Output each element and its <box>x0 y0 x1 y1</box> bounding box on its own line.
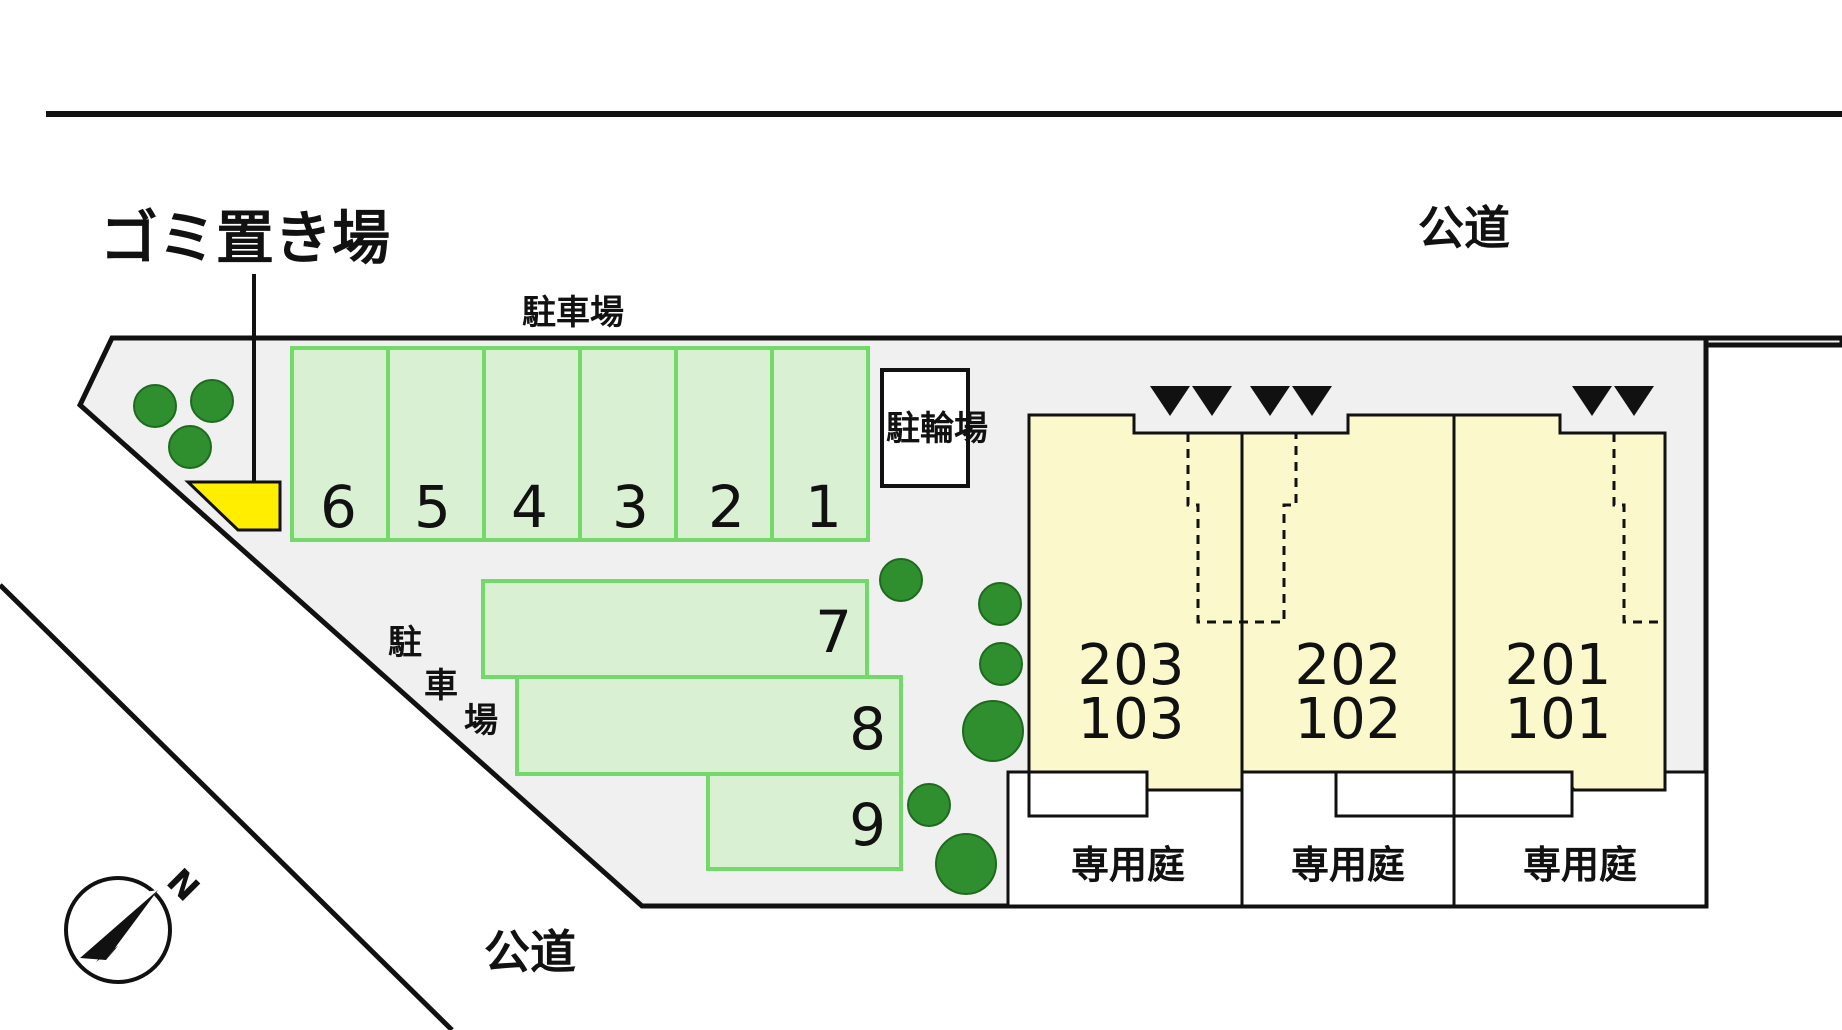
unit-lower-103: 103 <box>1078 687 1185 752</box>
parking-row-top <box>290 346 870 542</box>
parking-number-3: 3 <box>612 473 649 541</box>
entrance-marker <box>1572 386 1612 416</box>
tree <box>879 558 923 602</box>
stair-201 <box>1612 433 1665 624</box>
public-road-label-top: 公道 <box>1418 201 1510 255</box>
unit-upper-202: 202 <box>1295 633 1402 698</box>
tree-cluster-middle <box>879 558 1024 895</box>
unit-upper-203: 203 <box>1078 633 1185 698</box>
entry-step-203 <box>1027 770 1149 818</box>
unit-upper-201: 201 <box>1505 633 1612 698</box>
parking-space-6 <box>290 346 390 542</box>
tree <box>168 425 212 469</box>
tree <box>190 379 234 423</box>
stair-203-202 <box>1186 433 1298 624</box>
parking-space-7 <box>481 579 869 679</box>
entrance-marker <box>1614 386 1654 416</box>
parking-number-9: 9 <box>849 791 886 859</box>
entrance-marker <box>1292 386 1332 416</box>
tree <box>978 582 1022 626</box>
parking-space-2 <box>674 346 774 542</box>
unit-lower-102: 102 <box>1295 687 1402 752</box>
entrance-marker <box>1250 386 1290 416</box>
garbage-area-label: ゴミ置き場 <box>100 204 390 272</box>
parking-row-lower <box>481 579 903 871</box>
entrance-marker <box>1192 386 1232 416</box>
parking-space-5 <box>386 346 486 542</box>
parking-number-6: 6 <box>320 473 357 541</box>
entry-step-202 <box>1334 770 1456 818</box>
parking-label-top: 駐車場 <box>522 293 624 333</box>
parking-space-1 <box>770 346 870 542</box>
parking-label-side-2: 車 <box>424 666 458 706</box>
parking-number-1: 1 <box>805 473 842 541</box>
road-edge-diagonal <box>0 583 454 1030</box>
parking-label-side-1: 駐 <box>388 623 422 663</box>
entry-steps <box>1027 770 1574 818</box>
bicycle-parking <box>880 368 970 488</box>
parking-number-4: 4 <box>511 473 548 541</box>
north-label: N <box>159 861 207 909</box>
garden-label-202: 専用庭 <box>1291 843 1405 887</box>
parking-space-8 <box>515 675 903 776</box>
tree <box>962 700 1024 762</box>
garden-label-203: 専用庭 <box>1071 843 1185 887</box>
parking-number-2: 2 <box>708 473 745 541</box>
bicycle-parking-label: 駐輪場 <box>886 409 988 449</box>
parking-space-4 <box>482 346 582 542</box>
parking-space-9 <box>706 772 903 871</box>
tree <box>935 833 997 895</box>
north-compass-icon: N <box>64 861 207 984</box>
garden-label-201: 専用庭 <box>1523 843 1637 887</box>
tree <box>133 384 177 428</box>
tree-cluster-left <box>133 379 234 469</box>
unit-lower-101: 101 <box>1505 687 1612 752</box>
garbage-area <box>184 480 282 532</box>
parking-number-8: 8 <box>849 695 886 763</box>
tree <box>907 783 951 827</box>
parking-number-5: 5 <box>414 473 451 541</box>
parking-space-3 <box>578 346 678 542</box>
public-road-label-bottom: 公道 <box>484 925 576 979</box>
building <box>1027 413 1667 792</box>
tree <box>979 642 1023 686</box>
parking-number-7: 7 <box>815 598 852 666</box>
entrance-markers <box>1150 386 1654 416</box>
stair-outlines <box>1186 433 1665 624</box>
entry-step-201 <box>1452 770 1574 818</box>
entrance-marker <box>1150 386 1190 416</box>
parking-label-side-3: 場 <box>464 701 498 741</box>
